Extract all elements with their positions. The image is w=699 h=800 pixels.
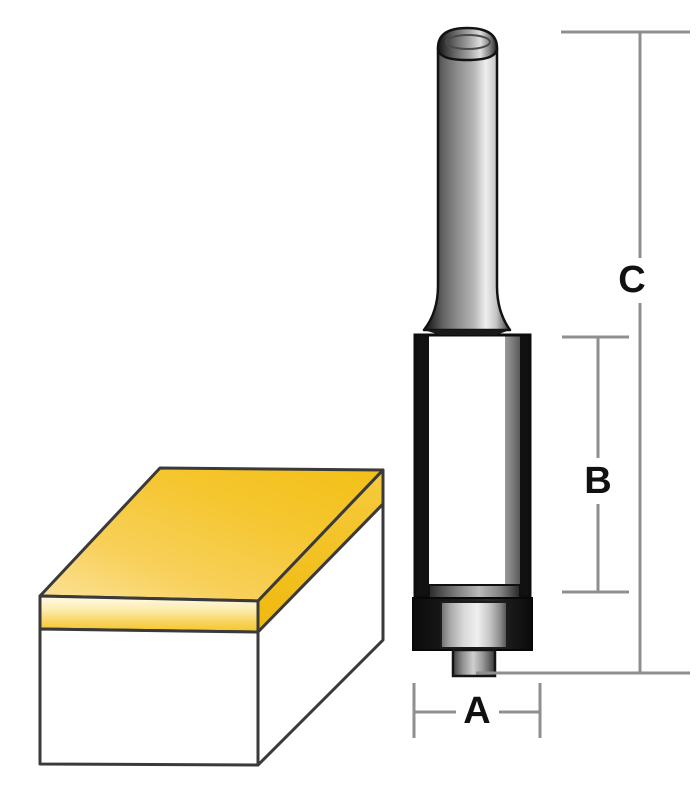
workpiece-block bbox=[38, 466, 385, 767]
bit-cutter-right-edge bbox=[520, 335, 530, 597]
workpiece-right-face bbox=[256, 502, 385, 767]
dimension-b: B bbox=[562, 335, 629, 594]
dimension-c-label: C bbox=[618, 259, 645, 301]
bit-cutter-left-edge bbox=[415, 335, 429, 597]
dimension-a: A bbox=[412, 683, 542, 738]
dimension-b-label: B bbox=[584, 460, 611, 502]
dimension-c: C bbox=[476, 30, 690, 675]
bit-cutter-top-notch bbox=[424, 330, 510, 335]
dimension-a-label: A bbox=[463, 690, 490, 732]
bit-bearing-race bbox=[440, 601, 508, 649]
router-bit bbox=[412, 26, 533, 678]
bit-shank-cap-highlight bbox=[445, 34, 491, 50]
bit-cutter-shoulder bbox=[428, 584, 521, 600]
bit-shank bbox=[422, 46, 512, 332]
workpiece-front-face bbox=[38, 627, 260, 767]
workpiece-front-edge-band bbox=[38, 594, 260, 634]
bit-cutter-right-flute bbox=[505, 335, 523, 597]
